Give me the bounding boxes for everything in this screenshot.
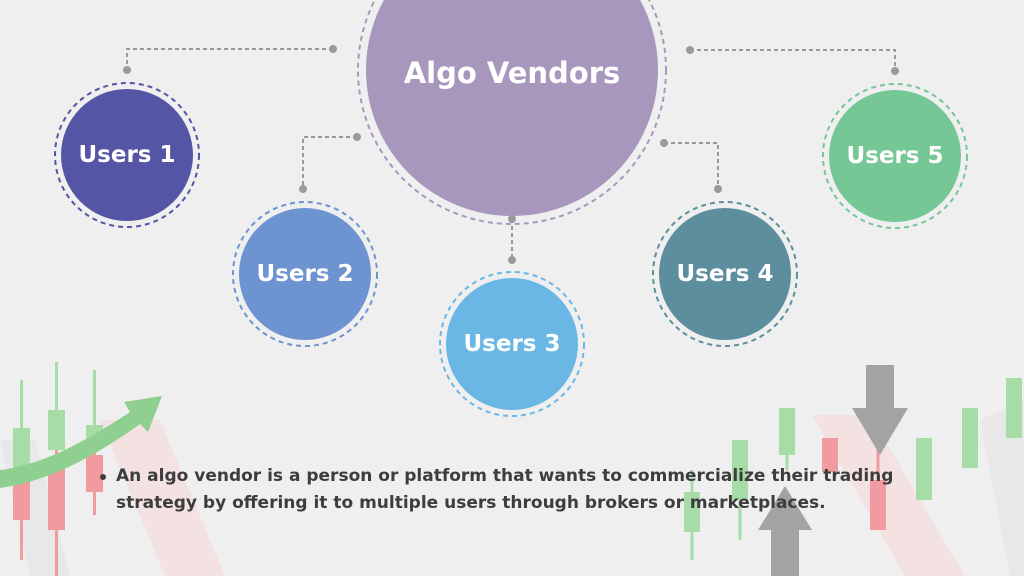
connector-user-2 (299, 133, 361, 193)
connectors (123, 45, 899, 264)
connector-user-3 (508, 215, 516, 264)
connector-user-2-end-dot (299, 185, 307, 193)
candle-right-8-body (1006, 378, 1022, 438)
user-node-3-circle (446, 278, 578, 410)
candle-right-6-body (916, 438, 932, 500)
connector-user-2-line (302, 136, 357, 189)
connector-user-5-start-dot (686, 46, 694, 54)
candle-right-4-body (822, 438, 838, 472)
candle-left-3-body (48, 410, 65, 450)
candle-left-3 (48, 362, 65, 450)
user-node-1: Users 1 (54, 82, 200, 228)
candle-right-1-body (684, 492, 700, 532)
hub-outer-ring (357, 0, 667, 225)
user-node-3-label: Users 3 (463, 331, 560, 357)
connector-user-3-start-dot (508, 215, 516, 223)
candle-left-5-wick (93, 370, 96, 445)
candle-left-4-body (48, 460, 65, 530)
hub-node: Algo Vendors (357, 0, 667, 225)
connector-user-5-line (690, 49, 896, 71)
gray-streak-right (980, 400, 1024, 576)
user-node-2-circle (239, 208, 371, 340)
user-node-5-label: Users 5 (846, 143, 943, 169)
candle-right-1 (684, 470, 700, 560)
right-candlesticks (684, 378, 1022, 560)
user-node-5: Users 5 (822, 83, 968, 229)
candle-left-4 (48, 450, 65, 576)
pink-streak-right (812, 415, 965, 576)
user-node-4-circle (659, 208, 791, 340)
user-node-1-ring (54, 82, 200, 228)
gray-down-arrow-icon (852, 365, 908, 455)
connector-user-3-end-dot (508, 256, 516, 264)
user-node-4-label: Users 4 (676, 261, 773, 287)
connector-user-4-end-dot (714, 185, 722, 193)
connector-user-1-line (126, 48, 333, 70)
pink-streak-left (100, 420, 225, 576)
candle-right-4 (822, 438, 838, 472)
connector-user-4-start-dot (660, 139, 668, 147)
gray-arrows (758, 365, 908, 576)
user-node-1-circle (61, 89, 193, 221)
user-node-3-ring (439, 271, 585, 417)
candle-right-7-body (962, 408, 978, 468)
green-trend-arrow (0, 396, 162, 488)
description-text: An algo vendor is a person or platform t… (116, 466, 894, 513)
hub-label: Algo Vendors (404, 56, 621, 90)
trend-arrow-body (0, 396, 162, 488)
connector-user-5 (686, 46, 899, 75)
candle-right-3-body (779, 408, 795, 455)
candle-right-6 (916, 438, 932, 500)
candle-left-3-wick (55, 362, 58, 450)
user-node-2: Users 2 (232, 201, 378, 347)
user-node-2-label: Users 2 (256, 261, 353, 287)
hub-circle (366, 0, 658, 216)
connector-user-1-end-dot (123, 66, 131, 74)
user-node-4-ring (652, 201, 798, 347)
candle-left-6 (86, 445, 103, 515)
candle-right-3 (779, 408, 795, 470)
candle-left-6-body (86, 455, 103, 492)
bullet-icon (100, 474, 106, 480)
user-node-5-ring (822, 83, 968, 229)
candle-right-5 (870, 440, 886, 530)
gray-up-arrow-icon (758, 486, 812, 576)
candle-right-5-body (870, 480, 886, 530)
user-node-4: Users 4 (652, 201, 798, 347)
connector-user-1-start-dot (329, 45, 337, 53)
candle-right-2-body (732, 440, 748, 500)
connector-user-2-start-dot (353, 133, 361, 141)
user-node-1-label: Users 1 (78, 142, 175, 168)
candle-right-8 (1006, 378, 1022, 438)
candle-right-7 (962, 408, 978, 468)
user-node-2-ring (232, 201, 378, 347)
connector-user-4 (660, 139, 722, 193)
connector-user-4-line (664, 142, 719, 189)
user-node-3: Users 3 (439, 271, 585, 417)
connector-user-1 (123, 45, 337, 74)
user-node-5-circle (829, 90, 961, 222)
description: An algo vendor is a person or platform t… (100, 463, 940, 517)
connector-user-5-end-dot (891, 67, 899, 75)
candle-right-2 (732, 440, 748, 540)
